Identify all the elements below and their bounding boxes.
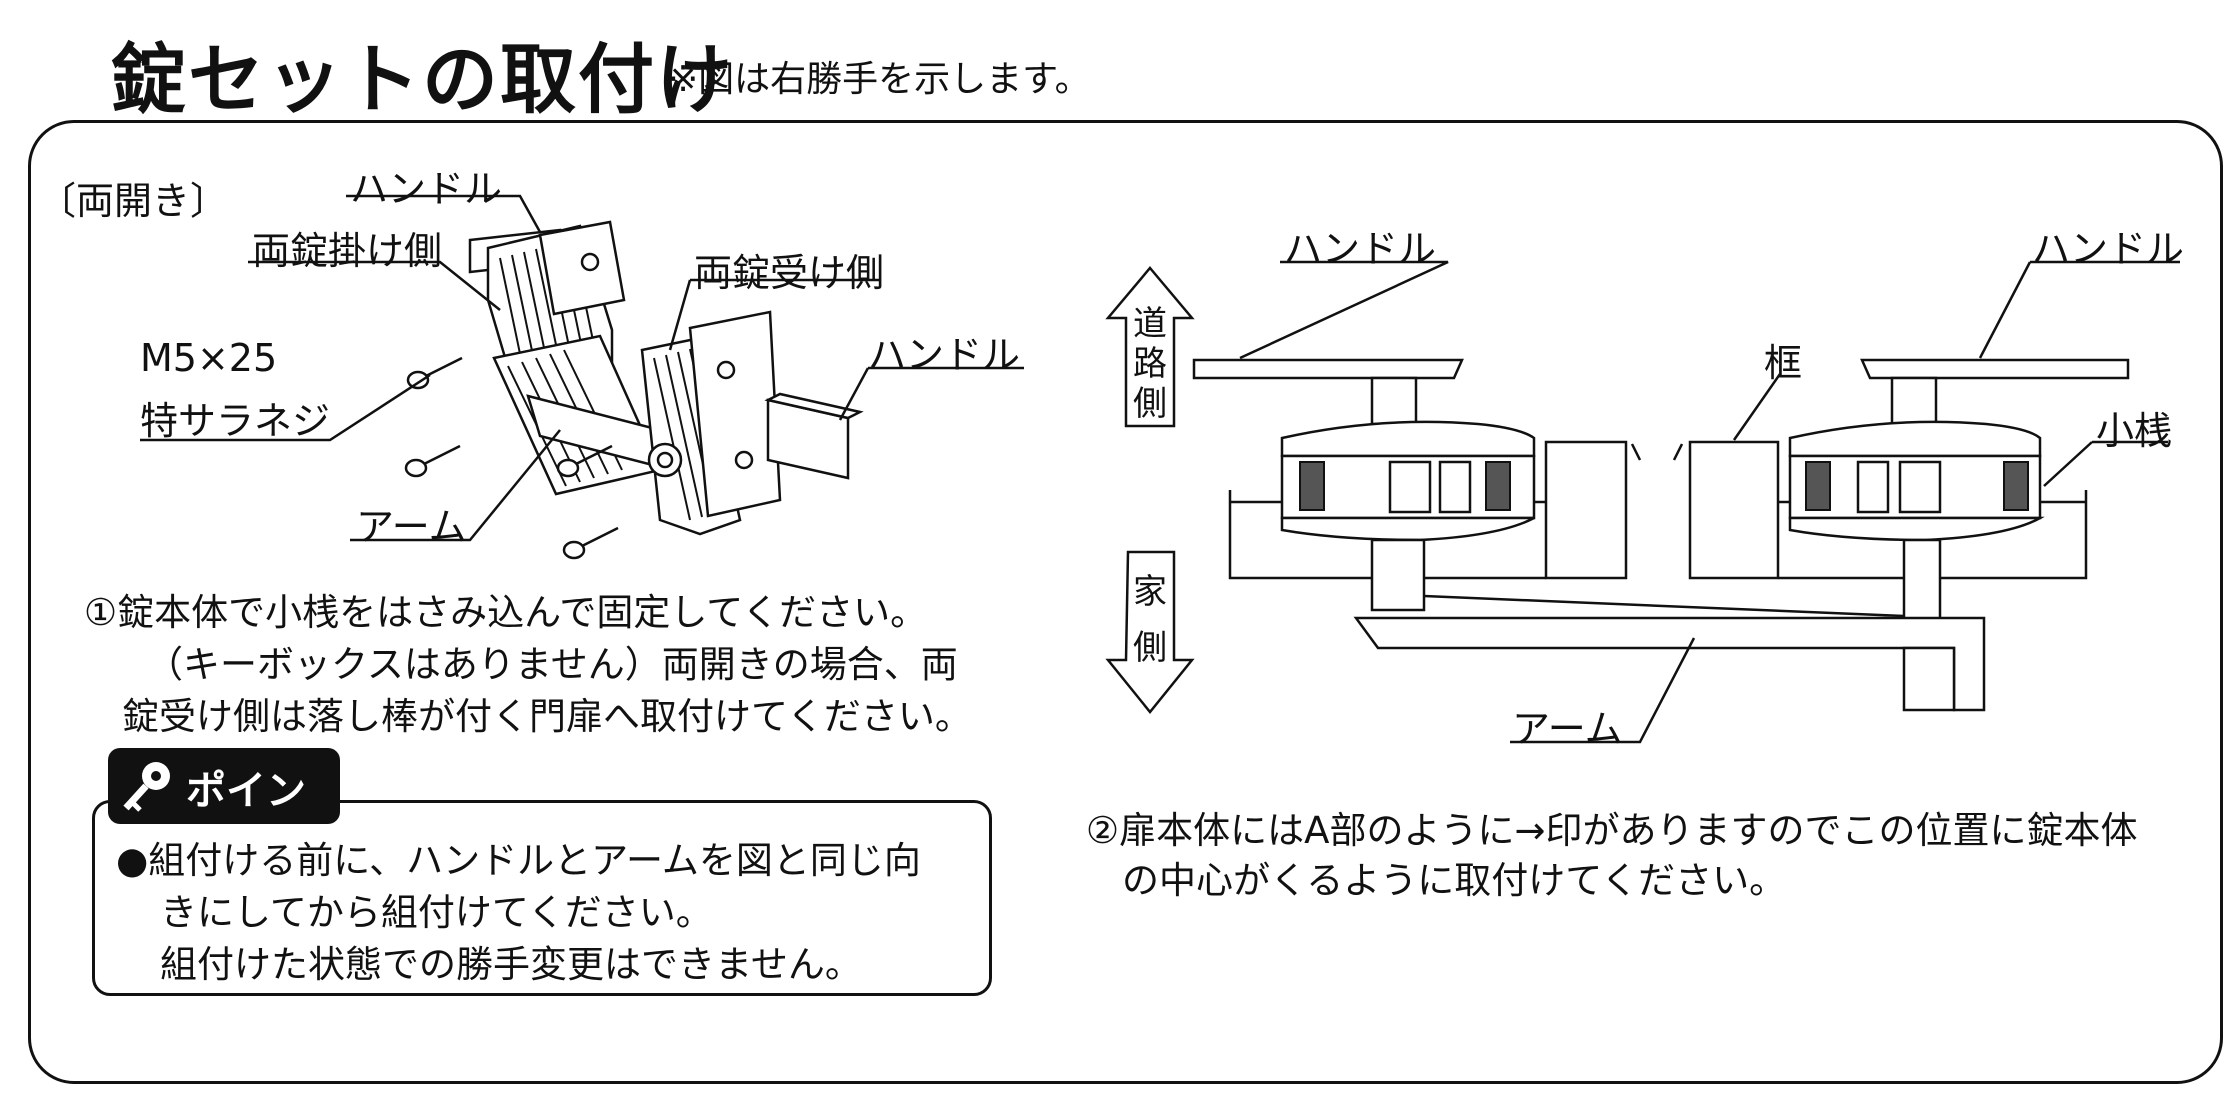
- label-arm-section: アーム: [1512, 707, 1623, 751]
- handle-left: [1192, 358, 1464, 380]
- label-arm: アーム: [356, 505, 467, 549]
- point-tag: ポイント: [108, 748, 340, 872]
- page-title: 錠セットの取付け: [110, 35, 734, 124]
- point-line3: 組付けた状態での勝手変更はできません。: [160, 943, 862, 986]
- instruction-1-line1: ①錠本体で小桟をはさみ込んで固定してください。: [84, 591, 928, 634]
- label-handle-right: ハンドル: [868, 333, 1021, 377]
- label-small-rail: 小桟: [2096, 409, 2173, 453]
- road-side-label: 道 路 側: [1133, 304, 1167, 424]
- point-line2: きにしてから組付けてください。: [160, 891, 713, 934]
- label-receiver-side: 両錠受け側: [694, 251, 885, 295]
- instruction-2-line2: の中心がくるように取付けてください。: [1122, 859, 1787, 902]
- point-box: [92, 800, 992, 996]
- label-latch-side: 両錠掛け側: [252, 229, 443, 273]
- section-label-double-door: 〔両開き〕: [38, 179, 229, 223]
- arrow-up-icon: [1105, 266, 1195, 428]
- label-screw-type: 特サラネジ: [140, 399, 331, 443]
- page-subtitle: ※図は右勝手を示します。: [668, 59, 1091, 100]
- label-handle-right-section: ハンドル: [2032, 227, 2185, 271]
- label-handle-left: ハンドル: [1284, 227, 1437, 271]
- label-frame: 框: [1764, 341, 1803, 385]
- house-side-label: 家 側: [1133, 572, 1167, 668]
- arrow-down-icon: [1105, 550, 1195, 714]
- screws: [404, 356, 619, 560]
- key-icon: [123, 762, 170, 812]
- content-frame: [28, 120, 2223, 1084]
- instruction-2-line1: ②扉本体にはA部のように→印がありますのでこの位置に錠本体: [1086, 809, 2138, 852]
- instruction-1-line2: （キーボックスはありません）両開きの場合、両: [146, 643, 958, 686]
- point-line1: ●組付ける前に、ハンドルとアームを図と同じ向: [116, 839, 921, 882]
- label-screw-spec: M5×25: [140, 336, 278, 380]
- instruction-1-line3: 錠受け側は落し棒が付く門扉へ取付けてください。: [122, 695, 972, 738]
- label-handle-top: ハンドル: [350, 167, 503, 211]
- handle-right: [1860, 358, 2130, 380]
- point-tag-label: ポイント: [186, 768, 306, 872]
